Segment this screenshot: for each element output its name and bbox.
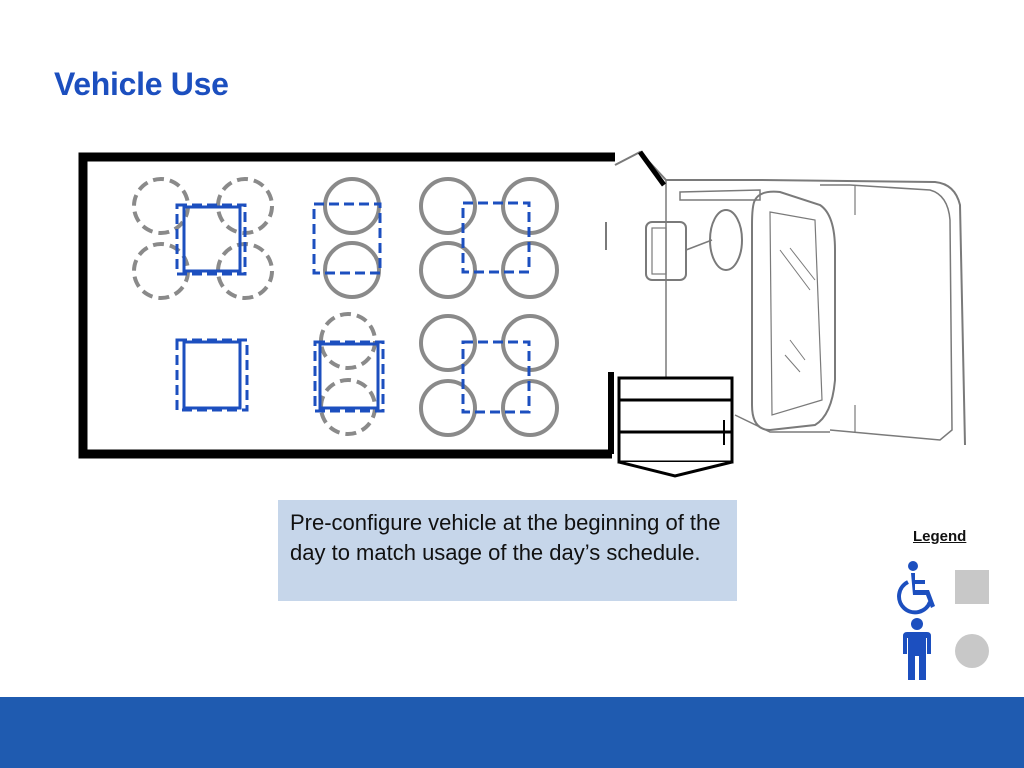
wheelchair-icon — [897, 561, 935, 615]
fixed-seats — [323, 177, 559, 437]
wheelchair-marker-square — [955, 570, 989, 604]
vehicle-body-walls — [78, 152, 615, 459]
vehicle-floor-plan — [78, 150, 966, 478]
vehicle-cab — [605, 150, 966, 446]
slide-title: Vehicle Use — [54, 66, 229, 102]
front-wall-segment — [637, 150, 667, 187]
folding-seats — [132, 177, 377, 436]
wheelchair-positions-solid — [182, 205, 380, 410]
wheelchair-positions-dashed — [175, 201, 531, 414]
instruction-note: Pre-configure vehicle at the beginning o… — [278, 500, 737, 601]
person-icon — [903, 618, 931, 680]
seat-marker-circle — [955, 634, 989, 668]
entry-steps — [617, 376, 734, 478]
footer-bar — [0, 697, 1024, 768]
legend-title: Legend — [913, 528, 967, 545]
